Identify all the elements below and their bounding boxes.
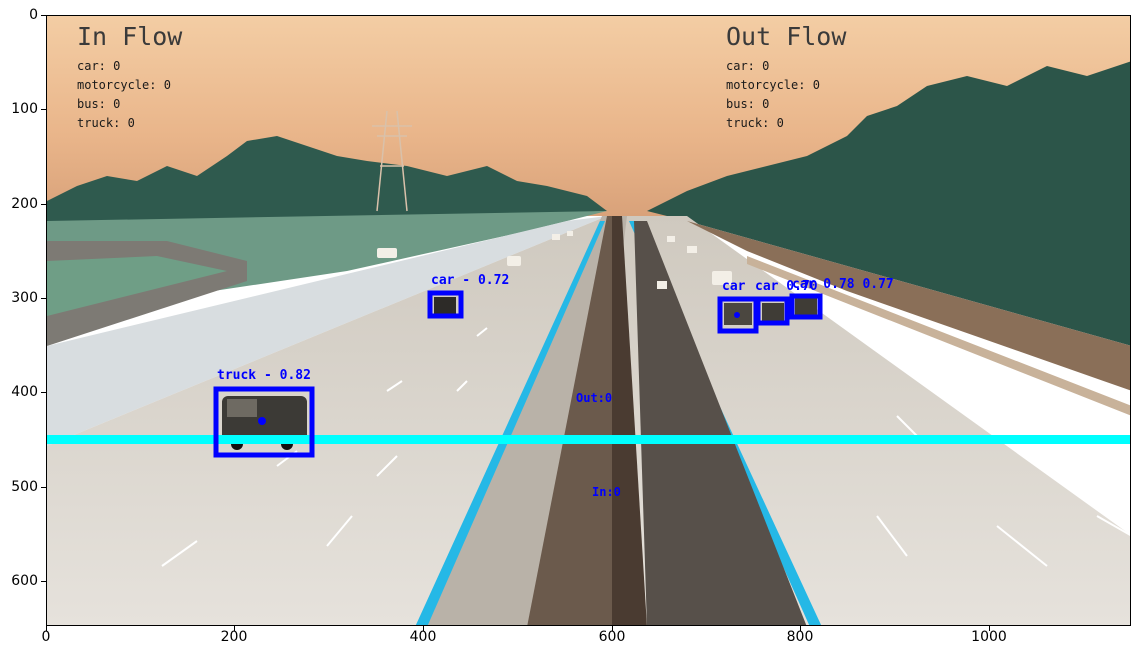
x-tick-mark [989,626,990,631]
right-shoulder-shadow [687,221,1130,391]
lane-edge-blue-left [415,221,605,625]
y-tick-label: 400 [11,384,38,400]
right-barrier [747,256,1130,416]
lane-dashes [161,327,1130,567]
x-tick-mark [423,626,424,631]
x-tick-label: 0 [41,629,51,645]
car-vehicle-2 [724,303,752,325]
x-tick-label: 1000 [971,629,1007,645]
car-vehicle-1 [434,297,456,315]
y-tick-label: 0 [29,7,38,23]
ramp-left-inner [47,256,227,316]
y-tick-mark [41,204,46,205]
x-tick-mark [234,626,235,631]
x-tick-label: 400 [409,629,437,645]
x-tick-mark [46,626,47,631]
x-tick-label: 800 [786,629,814,645]
y-tick-mark [41,15,46,16]
power-tower [372,110,412,212]
treeline-right [647,61,1130,346]
y-tick-label: 100 [11,101,38,117]
y-tick-mark [41,392,46,393]
median-dark-2 [612,216,647,625]
road-right-dark [634,221,807,625]
vehicles [377,231,732,289]
y-tick-label: 600 [11,573,38,589]
y-tick-label: 500 [11,479,38,495]
y-tick-label: 300 [11,290,38,306]
treeline-left [47,136,607,231]
y-tick-mark [41,581,46,582]
x-tick-label: 600 [598,629,626,645]
x-tick-mark [612,626,613,631]
y-tick-mark [41,109,46,110]
y-tick-label: 200 [11,196,38,212]
x-tick-label: 200 [220,629,248,645]
image-frame: In Flow car: 0 motorcycle: 0 bus: 0 truc… [46,15,1131,626]
median-dark [527,216,612,625]
y-tick-mark [41,298,46,299]
y-tick-mark [41,487,46,488]
car-vehicle-4 [795,298,817,316]
highway-scene [47,16,1130,625]
car-vehicle-3 [762,303,784,321]
x-tick-mark [800,626,801,631]
